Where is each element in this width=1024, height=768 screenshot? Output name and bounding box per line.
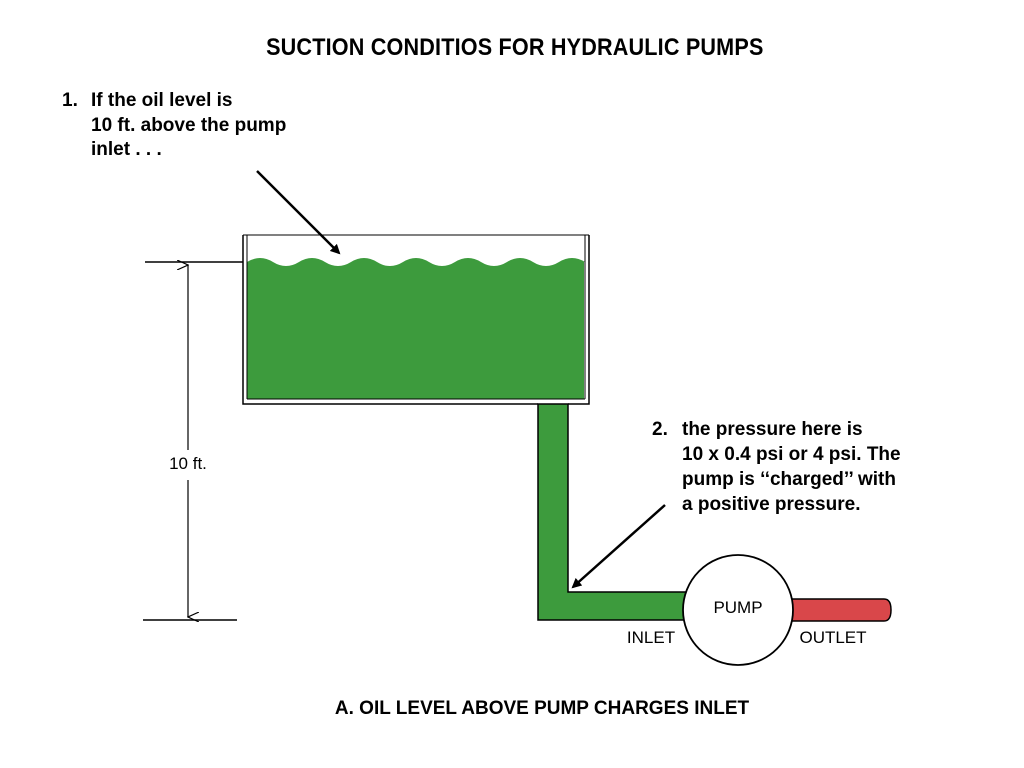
note-2-line-4: a positive pressure. (682, 494, 860, 515)
tank-outline-right (568, 235, 590, 405)
note-1-line-3: inlet . . . (91, 139, 162, 160)
oil-level-arrow (256, 170, 341, 255)
inlet-label: INLET (627, 628, 675, 647)
note-1-number: 1. (62, 90, 78, 111)
slide-title: SUCTION CONDITIOS FOR HYDRAULIC PUMPS (266, 34, 764, 61)
figure-caption: A. OIL LEVEL ABOVE PUMP CHARGES INLET (335, 698, 750, 719)
pump-circle (682, 554, 794, 666)
note-2-line-2: 10 x 0.4 psi or 4 psi. The (682, 444, 901, 465)
height-dimension: 10 ft. (143, 262, 243, 620)
tank (242, 234, 590, 405)
note-1: 1. If the oil level is 10 ft. above the … (62, 90, 286, 160)
note-2: 2. the pressure here is 10 x 0.4 psi or … (652, 419, 901, 515)
note-2-number: 2. (652, 419, 668, 440)
dimension-label: 10 ft. (169, 454, 207, 473)
outlet-pipe (787, 598, 892, 622)
tank-outline (242, 235, 538, 405)
note-1-line-2: 10 ft. above the pump (91, 115, 286, 136)
note-2-line-3: pump is ‘‘charged’’ with (682, 469, 896, 490)
pump-label: PUMP (713, 598, 762, 617)
note-1-line-1: If the oil level is (91, 90, 233, 111)
outlet-label: OUTLET (799, 628, 866, 647)
note-2-line-1: the pressure here is (682, 419, 863, 440)
inlet-pressure-arrow (571, 504, 666, 589)
tank-oil (247, 258, 585, 399)
